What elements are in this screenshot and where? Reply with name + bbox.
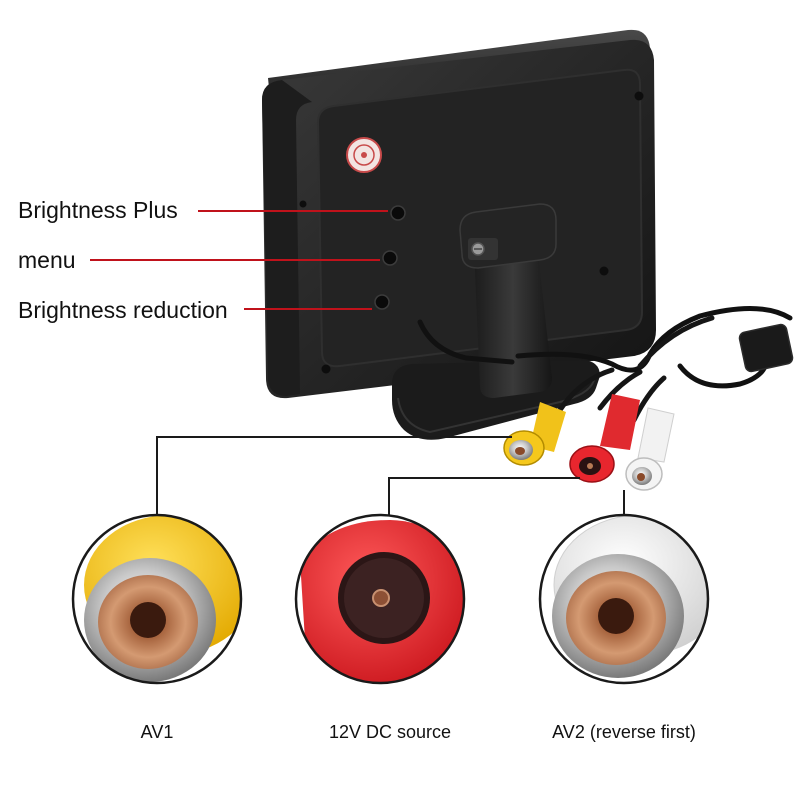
monitor-stand [392, 203, 600, 440]
control-buttons [374, 205, 406, 310]
caption-dc-source: 12V DC source [328, 722, 452, 742]
cable-bundle [417, 306, 794, 423]
quality-sticker [346, 137, 382, 173]
monitor-housing [262, 29, 656, 399]
label-brightness-plus: Brightness Plus [18, 197, 178, 223]
zoom-dc [294, 513, 466, 685]
caption-av1: AV1 [140, 722, 174, 742]
rca-plug-red [569, 394, 640, 483]
callout-lines [90, 210, 388, 310]
leader-lines [156, 436, 625, 515]
rca-plug-white [625, 407, 675, 491]
label-menu: menu [18, 247, 76, 273]
caption-av2: AV2 (reverse first) [552, 722, 696, 742]
label-brightness-reduction: Brightness reduction [18, 297, 228, 323]
zoom-av2 [538, 513, 710, 685]
zoom-av1 [71, 513, 243, 685]
rca-plug-yellow [503, 402, 566, 466]
